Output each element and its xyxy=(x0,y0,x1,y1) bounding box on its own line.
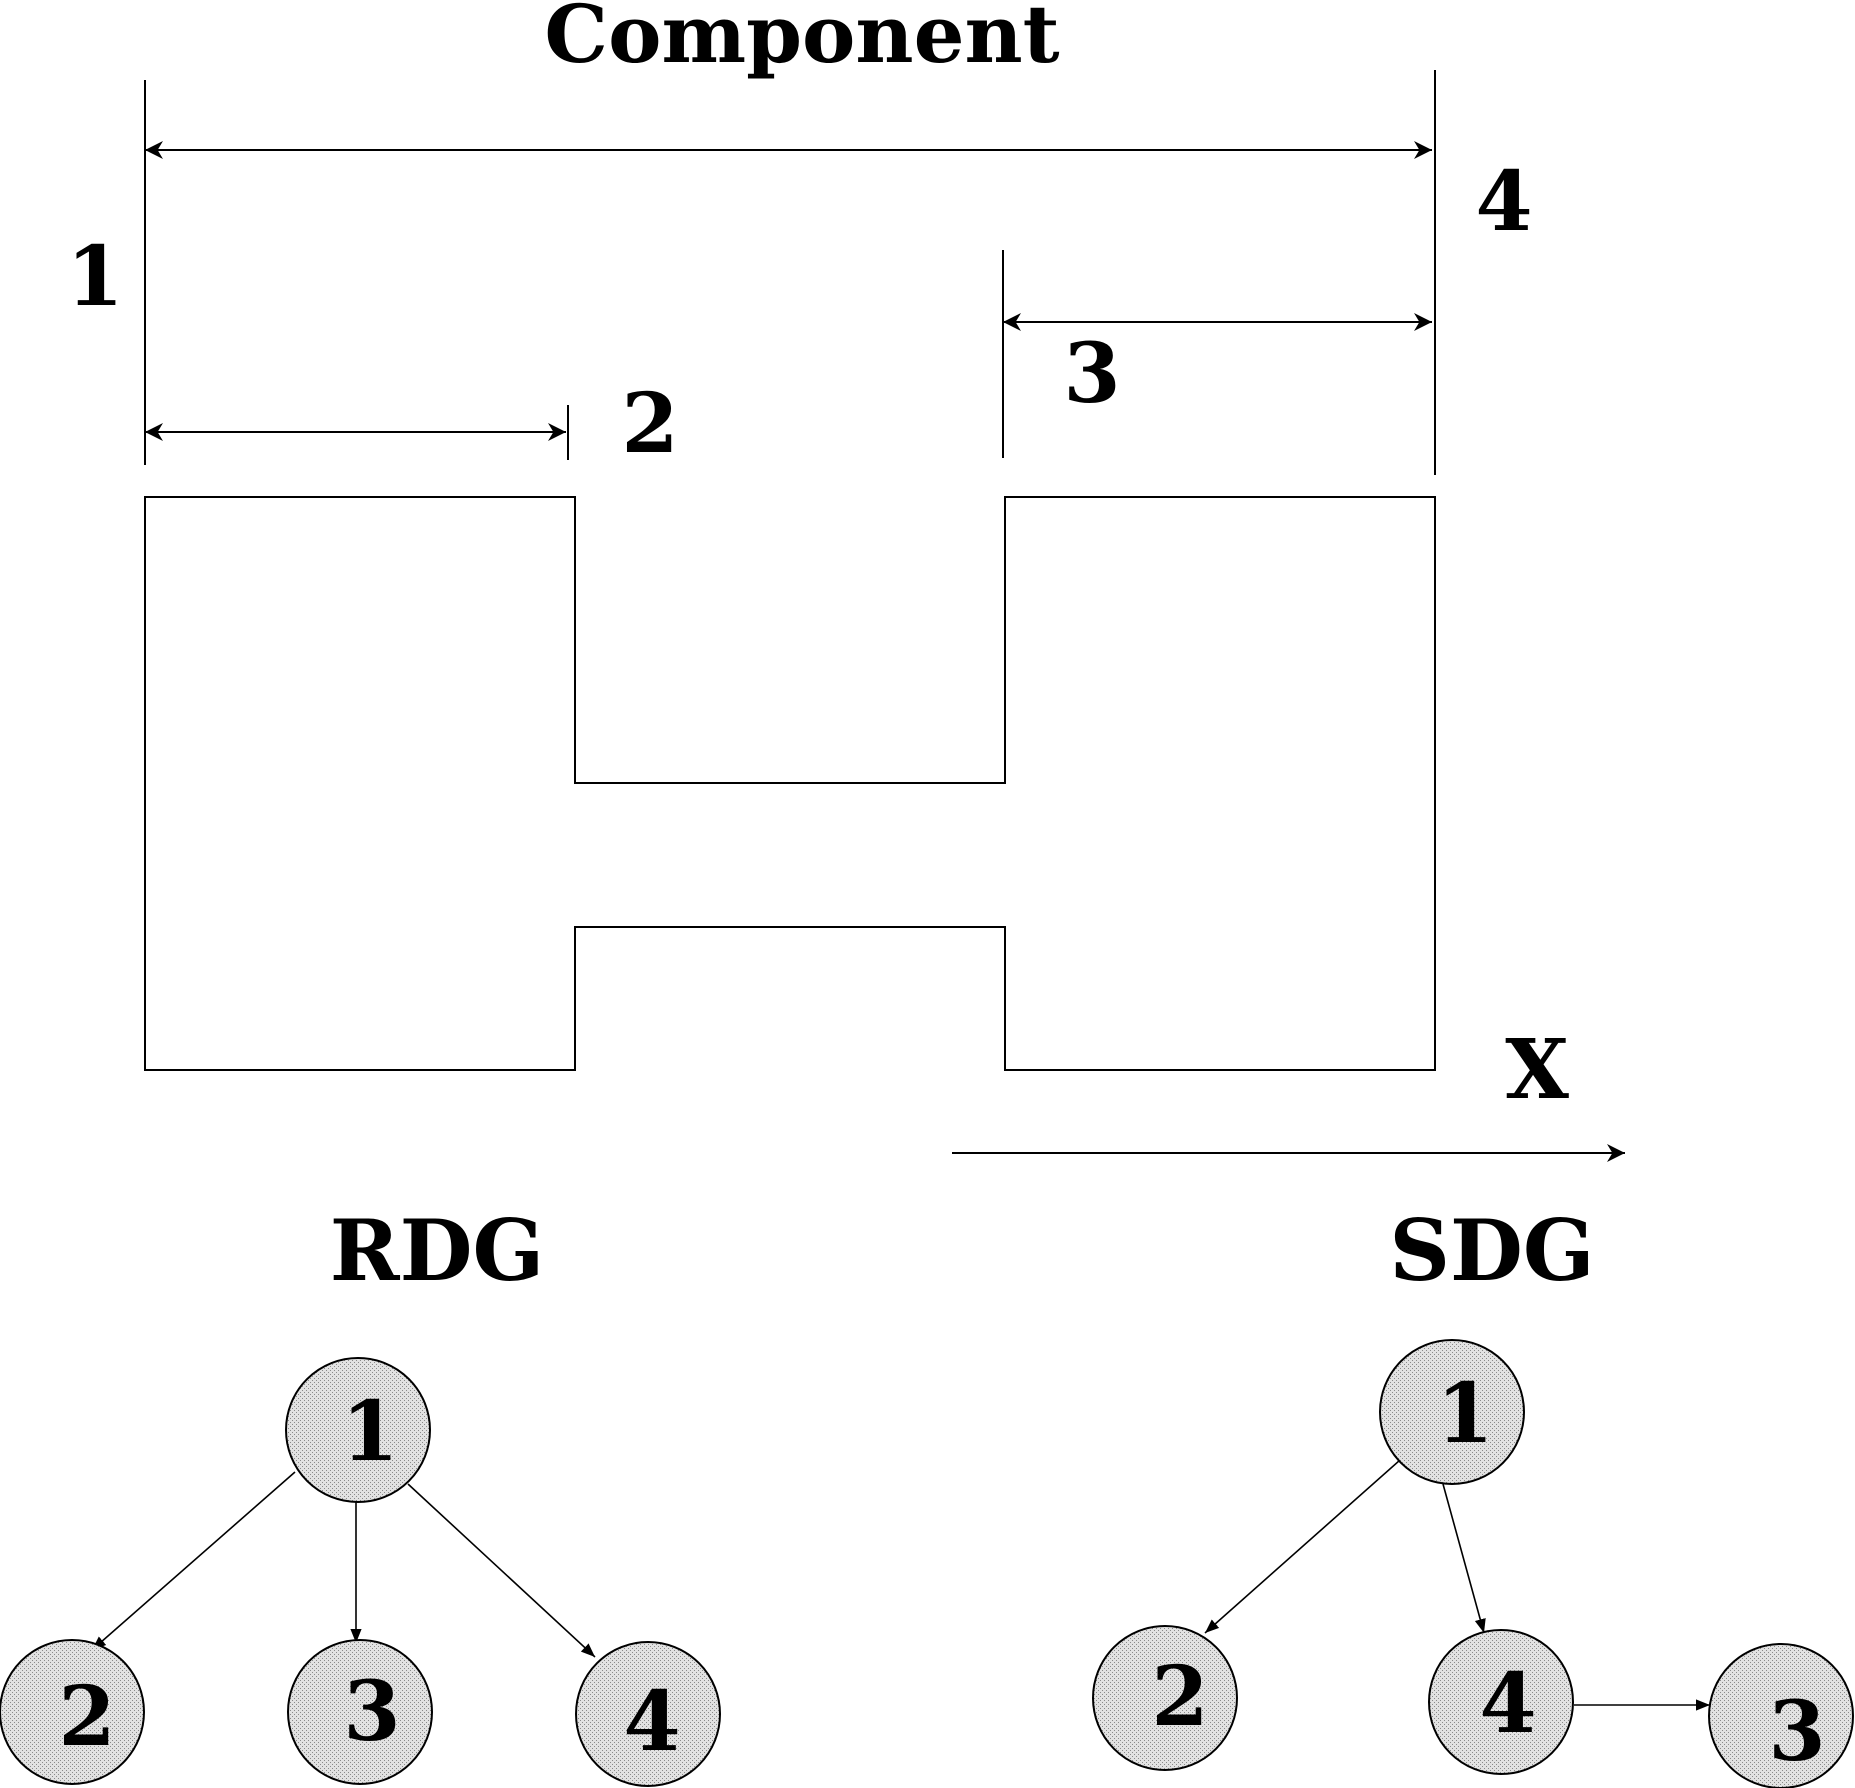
rdg-node-3: 3 xyxy=(287,1639,433,1785)
sdg-title: SDG xyxy=(1389,1201,1594,1300)
rdg-title: RDG xyxy=(330,1201,544,1300)
rdg-edge-1-4 xyxy=(407,1483,596,1658)
rdg-node-4-circle xyxy=(575,1641,721,1787)
rdg-edges xyxy=(91,1471,596,1658)
sdg-node-2: 2 xyxy=(1092,1625,1238,1771)
component-title: Component xyxy=(544,0,1059,81)
rdg-node-1-circle xyxy=(285,1357,431,1503)
dimension-label-1: 1 xyxy=(66,229,123,325)
sdg-node-1-circle xyxy=(1379,1339,1525,1485)
sdg-node-4: 4 xyxy=(1428,1629,1574,1775)
sdg-node-2-circle xyxy=(1092,1625,1238,1771)
sdg-node-3-circle xyxy=(1708,1643,1854,1788)
rdg-node-1: 1 xyxy=(285,1357,431,1503)
sdg-node-4-circle xyxy=(1428,1629,1574,1775)
sdg-node-1-label: 1 xyxy=(1436,1366,1493,1462)
rdg-node-4: 4 xyxy=(575,1641,721,1787)
sdg-node-3: 3 xyxy=(1708,1643,1854,1788)
rdg-node-2-circle xyxy=(0,1639,145,1785)
rdg-node-1-label: 1 xyxy=(341,1384,398,1480)
rdg-node-2: 2 xyxy=(0,1639,145,1785)
rdg-graph: 1 2 3 4 xyxy=(0,1357,721,1787)
dimension-label-3: 3 xyxy=(1063,326,1120,422)
sdg-node-3-label: 3 xyxy=(1768,1684,1825,1780)
sdg-node-1: 1 xyxy=(1379,1339,1525,1485)
sdg-edge-1-2 xyxy=(1204,1459,1401,1634)
rdg-node-3-circle xyxy=(287,1639,433,1785)
sdg-edges xyxy=(1204,1459,1710,1711)
dimension-label-2: 2 xyxy=(621,376,678,472)
sdg-graph: 1 2 4 3 xyxy=(1092,1339,1854,1788)
sdg-edge-1-4 xyxy=(1442,1483,1486,1634)
sdg-node-2-label: 2 xyxy=(1151,1649,1208,1745)
rdg-edge-1-2 xyxy=(91,1471,296,1651)
rdg-node-2-label: 2 xyxy=(58,1669,115,1765)
rdg-node-4-label: 4 xyxy=(623,1674,680,1770)
dimension-label-4: 4 xyxy=(1475,154,1532,250)
component-outline xyxy=(144,496,1436,1071)
rdg-node-3-label: 3 xyxy=(343,1664,400,1760)
sdg-node-4-label: 4 xyxy=(1479,1656,1536,1752)
x-axis-label: X xyxy=(1505,1022,1569,1118)
